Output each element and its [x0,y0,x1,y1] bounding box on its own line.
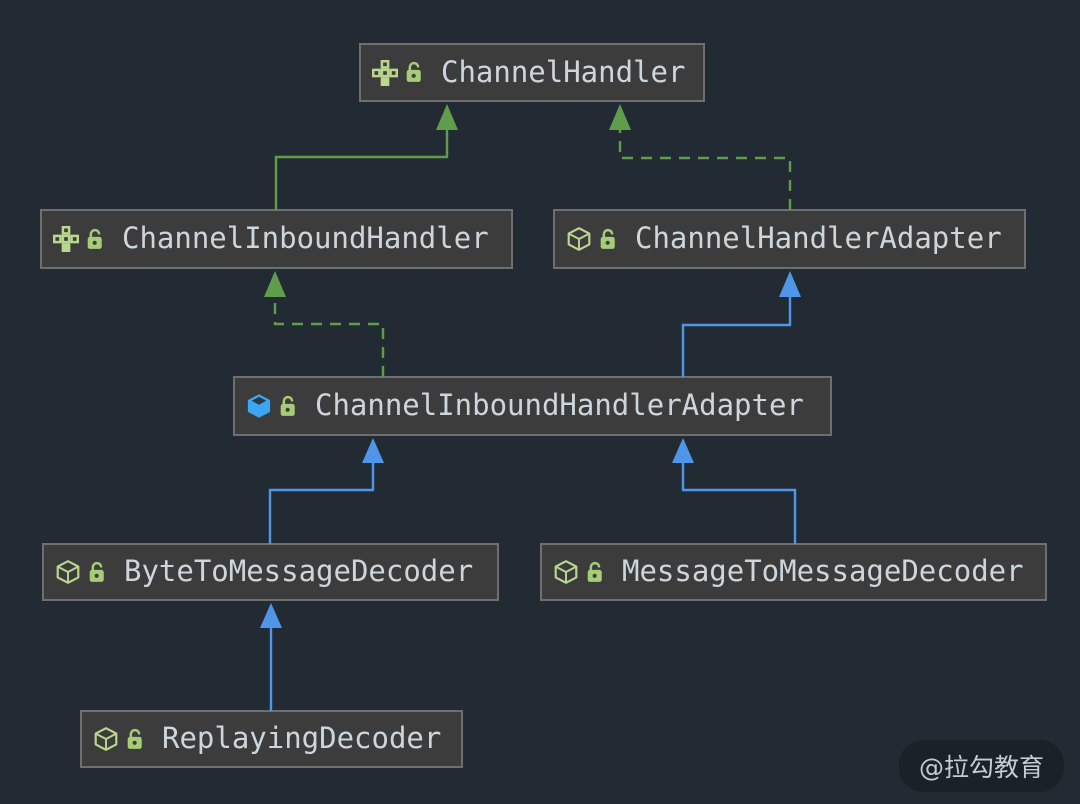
lock-icon [405,61,422,84]
edge-inbound-handler-adapter-implements-inbound-handler [264,271,385,377]
abstract-class-icon [554,560,578,584]
edge-inbound-handler-adapter-extends-handler-adapter [681,271,801,377]
uml-node-channel-handler-adapter[interactable]: ChannelHandlerAdapter [553,209,1026,269]
lock-icon [599,228,616,250]
uml-node-channel-handler[interactable]: ChannelHandler [359,43,705,102]
edge-byte-to-message-decoder-extends-inbound-handler-adapter [268,438,384,544]
abstract-class-icon [56,560,80,584]
node-label: ChannelInboundHandler [122,221,489,255]
uml-node-channel-inbound-handler-adapter[interactable]: ChannelInboundHandlerAdapter [233,376,832,436]
node-label: ByteToMessageDecoder [124,554,474,588]
edge-handler-adapter-implements-channel-handler [609,104,792,210]
interface-icon [372,59,398,86]
watermark-text: @拉勾教育 [918,753,1044,782]
lock-icon [86,228,103,250]
uml-node-replaying-decoder[interactable]: ReplayingDecoder [80,710,463,768]
lock-icon [88,561,105,583]
uml-node-message-to-message-decoder[interactable]: MessageToMessageDecoder [540,543,1047,601]
edge-inbound-handler-extends-channel-handler [274,104,458,210]
node-label: MessageToMessageDecoder [622,554,1024,588]
edge-message-to-message-decoder-extends-inbound-handler-adapter [672,438,797,544]
watermark-badge: @拉勾教育 [898,740,1064,792]
node-label: ChannelHandler [441,54,686,89]
abstract-class-icon [94,727,118,751]
interface-icon [53,226,79,252]
class-icon [247,394,271,418]
node-label: ChannelInboundHandlerAdapter [315,388,804,422]
abstract-class-icon [567,227,591,251]
lock-icon [586,561,603,583]
node-label: ReplayingDecoder [162,721,442,755]
node-label: ChannelHandlerAdapter [635,221,1002,255]
uml-node-byte-to-message-decoder[interactable]: ByteToMessageDecoder [42,543,499,601]
edge-replaying-decoder-extends-byte-to-message-decoder [260,603,282,711]
uml-node-channel-inbound-handler[interactable]: ChannelInboundHandler [40,209,513,269]
lock-icon [126,728,143,750]
lock-icon [279,395,296,417]
